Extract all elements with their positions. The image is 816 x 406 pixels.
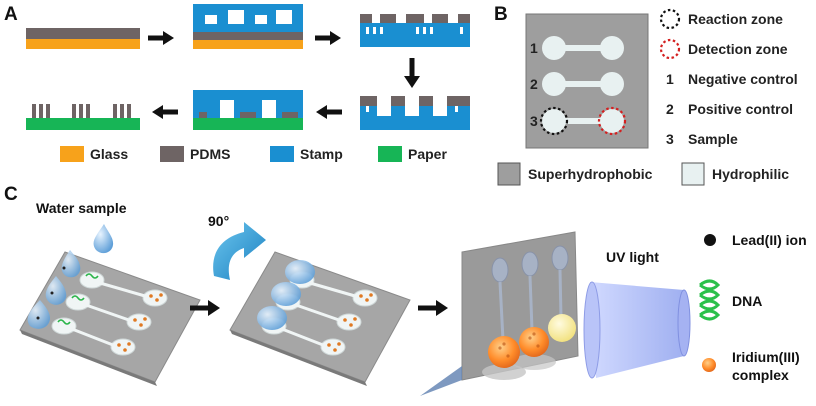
reaction-zone-label: Reaction zone [688,11,783,27]
process-arrow-2 [418,300,448,316]
rotation-label: 90° [208,213,229,229]
rotate-90-icon [213,222,266,280]
step-patterned-paper [26,104,140,130]
sample-number: 3 [666,131,674,147]
paper-label: Paper [408,146,447,162]
step-stamp-on-pdms [193,4,303,49]
uv-light-label: UV light [606,249,659,265]
arrow-right-2 [315,31,341,45]
superhydrophobic-label: Superhydrophobic [528,166,653,182]
water-sample-label: Water sample [36,200,127,216]
process-arrow-1 [190,300,220,316]
stamp-label: Stamp [300,146,343,162]
panel-c-letter: C [4,184,18,205]
channel-number-3: 3 [530,113,538,129]
device-step-3 [420,231,579,396]
step-stamp-with-pdms [360,14,470,47]
step-glass-pdms [26,28,140,49]
superhydrophobic-swatch [497,162,521,186]
positive-control-number: 2 [666,101,674,117]
arrow-right-1 [148,31,174,45]
panel-b-letter: B [494,4,508,25]
panel-c-legend: Lead(II) ion DNA Iridium(III) complex [699,232,807,383]
panel-a-legend: Glass PDMS Stamp Paper [60,146,447,162]
lead-ion-icon [704,234,716,246]
panel-a-letter: A [4,4,18,25]
paper-swatch [378,146,402,162]
surface-legend: Superhydrophobic Hydrophilic [497,162,789,186]
iridium-complex-icon [702,358,716,372]
arrow-left-1 [316,105,342,119]
negative-control-label: Negative control [688,71,798,87]
step-stamp-on-paper [193,90,303,130]
step-stamp-to-paper [360,96,470,130]
detection-zone-label: Detection zone [688,41,788,57]
glass-label: Glass [90,146,128,162]
lead-ion-label: Lead(II) ion [732,232,807,248]
sample-glow [548,314,576,342]
detection-zone-key-icon [659,38,681,60]
device-step-1 [19,250,201,386]
device-step-2 [229,251,411,386]
iridium-label: Iridium(III) [732,349,800,365]
dna-helix-icon [699,279,721,321]
pdms-label: PDMS [190,146,230,162]
hydrophilic-label: Hydrophilic [712,166,789,182]
panel-b-key: Reaction zone Detection zone 1 Negative … [659,8,798,147]
channel-number-1: 1 [530,40,538,56]
uv-lamp-icon [583,281,691,379]
detection-zone-ring [597,106,627,136]
reaction-zone-ring [539,106,569,136]
dna-label: DNA [732,293,762,309]
complex-label: complex [732,367,789,383]
reaction-zone-key-icon [659,8,681,30]
negative-control-number: 1 [666,71,674,87]
channel-number-2: 2 [530,76,538,92]
hydrophilic-swatch [681,162,705,186]
positive-control-glow [519,327,549,357]
arrow-down [404,58,420,88]
negative-control-glow [488,336,520,368]
pdms-swatch [160,146,184,162]
arrow-left-2 [152,105,178,119]
paper-device: 1 2 3 [525,13,649,149]
water-drop-icon [93,224,114,254]
sample-label: Sample [688,131,738,147]
stamp-swatch [270,146,294,162]
positive-control-label: Positive control [688,101,793,117]
glass-swatch [60,146,84,162]
